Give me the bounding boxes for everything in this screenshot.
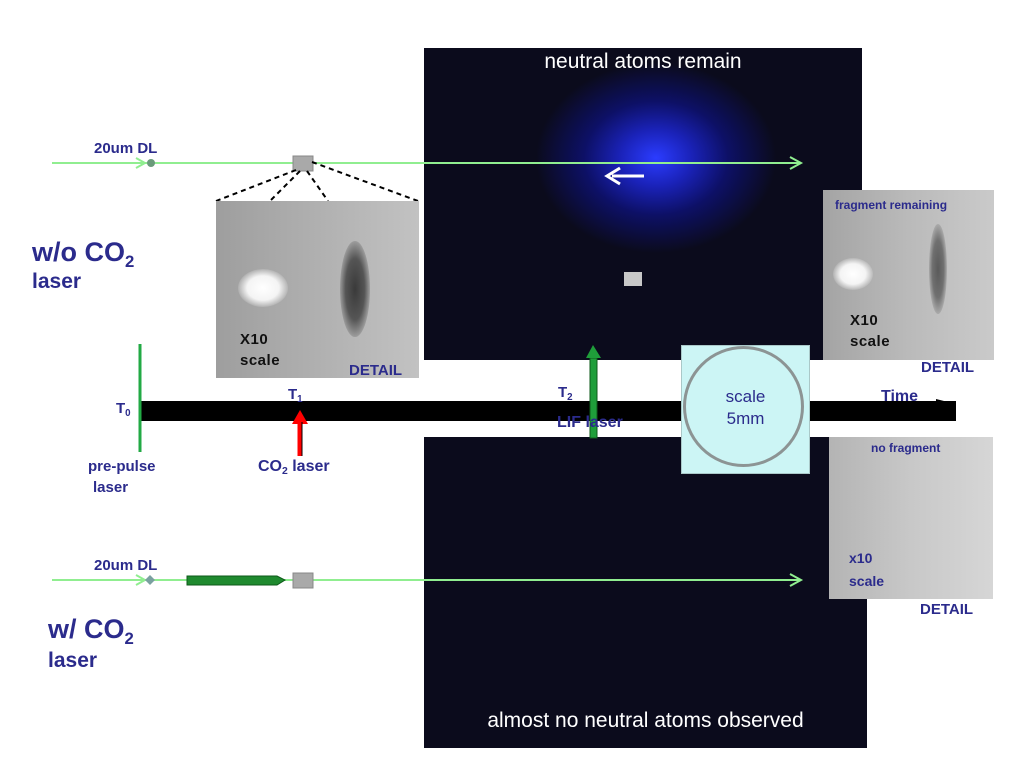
detail-right-top-line1: X10 (850, 312, 879, 329)
target-marker (624, 272, 642, 286)
with-co2-heading: w/ CO2 (48, 614, 134, 654)
detail-right-top-scale-text: X10 scale (850, 310, 890, 352)
bottom-beam-node (145, 575, 155, 585)
detail-right-bottom-line2: scale (849, 573, 885, 589)
detail-right-bottom-line1: x10 (849, 550, 873, 566)
detail-image-left: X10 scale (216, 201, 419, 378)
time-arrow-tip (936, 399, 944, 403)
scale-label: scale 5mm (682, 386, 809, 430)
co2-arrow-head (292, 410, 308, 424)
detail-right-bottom-label: DETAIL (920, 601, 974, 618)
top-panel-caption: neutral atoms remain (544, 50, 742, 73)
detail-right-top-line2: scale (850, 333, 891, 350)
detail-right-bottom-title: no fragment (871, 441, 941, 455)
with-co2-sub: 2 (124, 628, 134, 648)
scale-box: scale 5mm (681, 345, 810, 474)
time-label: Time (881, 388, 919, 405)
detail-image-right-bottom: no fragment x10 scale (829, 437, 993, 599)
bottom-fluorescence-panel: almost no neutral atoms observed (424, 437, 867, 748)
drift-arrow-head (604, 166, 621, 186)
t0-main: T (116, 400, 126, 417)
fragment-blob (833, 258, 873, 290)
prepulse-label: pre-pulse laser (88, 456, 156, 498)
bottom-panel-caption: almost no neutral atoms observed (487, 709, 804, 732)
detail-right-top-title: fragment remaining (835, 198, 948, 212)
detail-image-right-top: fragment remaining X10 scale (823, 190, 994, 360)
co2-laser-main: CO (258, 458, 282, 475)
bottom-beam-arrowhead-right (789, 573, 804, 587)
detail-right-top-label: DETAIL (921, 359, 975, 376)
top-target (292, 155, 314, 172)
t0-label: T0 (116, 400, 131, 419)
t2-sub: 2 (567, 391, 573, 403)
detail-left-label: DETAIL (349, 362, 403, 379)
t2-label: T2 (558, 384, 573, 403)
without-co2-heading: w/o CO2 (32, 237, 134, 277)
prepulse-line1: pre-pulse (88, 458, 156, 475)
top-beam-arrowhead-right (789, 156, 804, 170)
zoom-line-4 (311, 161, 419, 202)
t1-sub: 1 (297, 393, 303, 405)
t2-main: T (558, 384, 568, 401)
with-co2-laser-label: laser (48, 649, 98, 672)
zoom-line-1 (215, 169, 297, 202)
bottom-target (292, 572, 314, 589)
t1-label: T1 (288, 386, 303, 405)
dl-label-top: 20um DL (94, 140, 158, 157)
fragment-streak (340, 241, 370, 337)
top-fluorescence-panel: neutral atoms remain (424, 48, 862, 360)
without-co2-laser-label: laser (32, 270, 82, 293)
co2-laser-label: CO2 laser (258, 458, 330, 477)
top-beam-arrowhead-left (135, 157, 148, 169)
fragment-blob (238, 269, 288, 307)
scale-label-line1: scale (725, 387, 766, 406)
detail-left-scale-text: X10 scale (240, 329, 280, 371)
detail-left-line1: X10 (240, 331, 269, 348)
scale-label-line2: 5mm (726, 409, 765, 428)
co2-pulse-arrow (186, 575, 287, 586)
detail-left-line2: scale (240, 352, 281, 369)
top-beam-node (147, 159, 155, 167)
co2-laser-sub: 2 (282, 466, 288, 478)
without-co2-sub: 2 (125, 251, 135, 271)
without-co2-main: w/o CO (32, 237, 125, 267)
t1-main: T (288, 386, 298, 403)
dl-label-bottom: 20um DL (94, 557, 158, 574)
detail-right-bottom-scale-text: x10 scale (849, 547, 884, 593)
zoom-line-3 (306, 170, 329, 202)
prepulse-line2: laser (93, 479, 129, 496)
with-co2-main: w/ CO (48, 614, 125, 644)
scale-circle (683, 346, 804, 467)
t0-sub: 0 (125, 407, 131, 419)
timeline-bar (140, 401, 956, 421)
co2-laser-rest: laser (287, 458, 330, 475)
zoom-line-2 (269, 170, 301, 202)
fragment-streak (929, 224, 947, 314)
lif-laser-label: LIF laser (557, 414, 623, 431)
lif-arrow-head (586, 345, 601, 358)
